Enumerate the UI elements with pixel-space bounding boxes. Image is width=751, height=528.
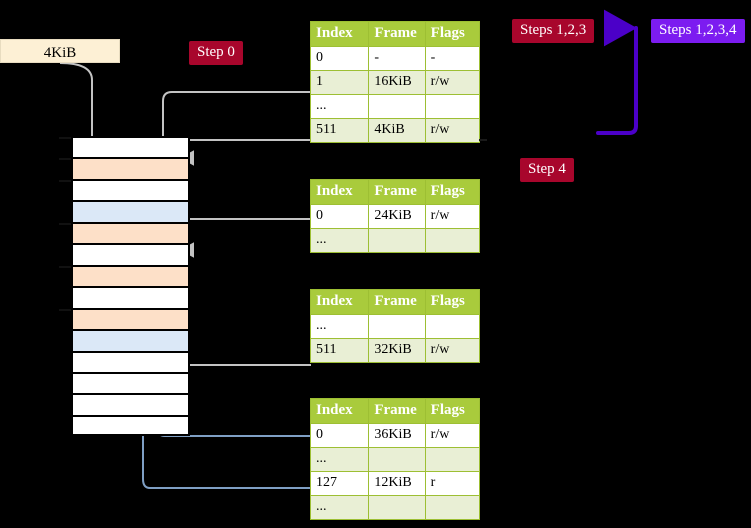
memory-frame-row	[71, 393, 190, 415]
table-row: ...	[309, 228, 481, 253]
cell-flags: r/w	[424, 204, 481, 229]
memory-row-tick	[59, 158, 71, 161]
wire-steps1234-purple-arrow	[596, 9, 638, 135]
cell-flags: r/w	[424, 70, 481, 95]
cell-flags	[424, 314, 481, 339]
memory-frame-row	[59, 178, 190, 201]
memory-row-tick	[59, 179, 71, 182]
cell-flags: r	[424, 471, 481, 496]
cell-index: 0	[309, 423, 370, 448]
cell-flags: r/w	[424, 423, 481, 448]
cell-frame: 36KiB	[368, 423, 426, 448]
table-header-flags: Flags	[424, 398, 481, 424]
size-label-box: 4KiB	[0, 39, 120, 63]
cell-frame	[368, 228, 426, 253]
table-header-flags: Flags	[424, 289, 481, 315]
table-header-frame: Frame	[368, 398, 426, 424]
cell-index: 127	[309, 471, 370, 496]
cell-frame	[368, 495, 426, 520]
table-header-frame: Frame	[368, 179, 426, 205]
memory-frame-row	[71, 243, 190, 265]
memory-frame-row	[71, 200, 190, 222]
memory-frame-row	[59, 157, 190, 179]
cell-index: 511	[309, 338, 370, 363]
cell-index: ...	[309, 447, 370, 472]
cell-flags	[424, 228, 481, 253]
row-connector-stub	[479, 139, 487, 141]
badge-steps-1234: Steps 1,2,3,4	[651, 19, 745, 43]
cell-index: 511	[309, 118, 370, 143]
memory-row-tick	[59, 222, 71, 225]
table-row: ...	[309, 314, 481, 339]
memory-frame-row	[59, 307, 190, 330]
memory-frame-row	[71, 350, 190, 372]
cell-flags: -	[424, 46, 481, 71]
memory-row-tick	[59, 308, 71, 311]
badge-step4: Step 4	[520, 158, 574, 182]
wire-t1-row1-to-memory	[162, 91, 311, 159]
memory-frame-row	[71, 371, 190, 394]
memory-frame-row	[59, 221, 190, 244]
cell-frame: -	[368, 46, 426, 71]
cell-frame	[368, 314, 426, 339]
memory-frame-row	[59, 264, 190, 287]
memory-row-tick	[59, 265, 71, 268]
memory-row-tick	[59, 137, 71, 139]
badge-steps-123: Steps 1,2,3	[512, 19, 595, 43]
cell-index: ...	[309, 94, 370, 119]
wire-t4-row127-to-memory	[129, 204, 311, 489]
table-row: ...	[309, 447, 481, 472]
cell-index: ...	[309, 314, 370, 339]
table-header-flags: Flags	[424, 179, 481, 205]
cell-frame: 16KiB	[368, 70, 426, 95]
cell-frame: 12KiB	[368, 471, 426, 496]
badge-step0: Step 0	[189, 41, 243, 65]
table-header-index: Index	[309, 289, 370, 315]
table-row: ...	[309, 94, 481, 119]
cell-frame: 24KiB	[368, 204, 426, 229]
cell-index: ...	[309, 228, 370, 253]
table-header-index: Index	[309, 179, 370, 205]
cell-frame: 4KiB	[368, 118, 426, 143]
memory-frame-row	[59, 136, 190, 158]
cell-index: 0	[309, 46, 370, 71]
table-header-flags: Flags	[424, 21, 481, 47]
cell-flags	[424, 495, 481, 520]
cell-frame: 32KiB	[368, 338, 426, 363]
memory-frame-row	[71, 286, 190, 308]
cell-index: 0	[309, 204, 370, 229]
memory-frame-row	[71, 329, 190, 351]
table-header-index: Index	[309, 21, 370, 47]
cell-frame	[368, 447, 426, 472]
memory-frame-row	[71, 414, 190, 437]
table-row: 0--	[309, 46, 481, 71]
table-header-index: Index	[309, 398, 370, 424]
table-header-frame: Frame	[368, 21, 426, 47]
cell-flags: r/w	[424, 118, 481, 143]
cell-flags	[424, 447, 481, 472]
wire-step0-4kib-to-memory	[59, 62, 106, 159]
table-header-frame: Frame	[368, 289, 426, 315]
physical-memory-column	[59, 136, 190, 437]
cell-index: ...	[309, 495, 370, 520]
cell-flags: r/w	[424, 338, 481, 363]
table-row: ...	[309, 495, 481, 520]
cell-frame	[368, 94, 426, 119]
cell-flags	[424, 94, 481, 119]
cell-index: 1	[309, 70, 370, 95]
